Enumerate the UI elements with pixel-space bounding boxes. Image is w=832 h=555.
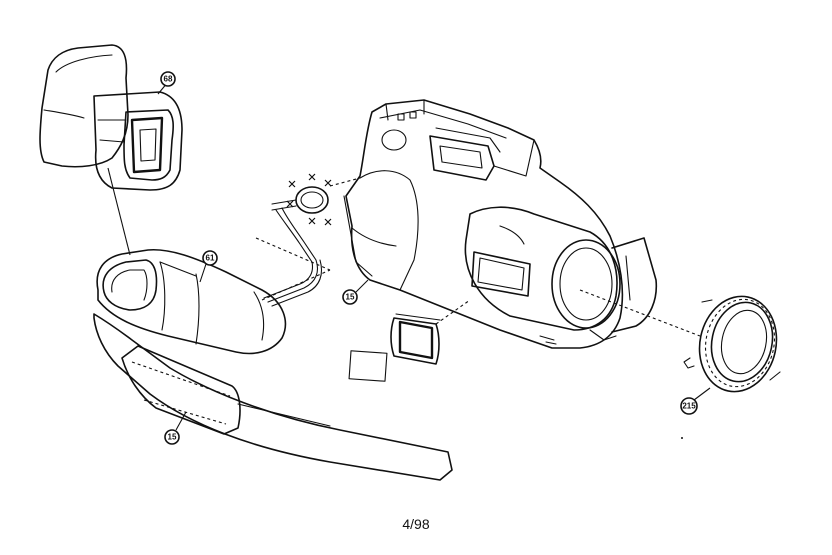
lens-ring-part [683,295,781,393]
callout-grip-strap: 15 [164,411,187,445]
callout-label-viewfinder: 61 [206,254,215,263]
stray-dot [681,437,683,439]
viewfinder-part [96,248,287,355]
callout-label-cabinet: 15 [346,293,355,302]
callout-lens-ring: 215 [680,387,711,415]
screw-marks [286,173,332,226]
camera-cabinet-part [343,99,701,349]
callout-label-lens-ring: 215 [682,402,696,411]
page-number: 4/98 [402,516,430,532]
callout-cabinet: 15 [342,279,369,305]
battery-plate-part [348,299,471,382]
callout-label-grip-strap: 15 [168,433,177,442]
eyecup-part [39,44,183,191]
eyecup-connector-line [107,167,131,256]
callout-label-eyecup: 68 [164,75,173,84]
connector-gasket [271,173,361,226]
grip-strap-part [93,313,453,481]
viewfinder-cable [255,207,331,307]
callout-eyecup: 68 [157,71,176,95]
callout-viewfinder: 61 [199,250,218,283]
